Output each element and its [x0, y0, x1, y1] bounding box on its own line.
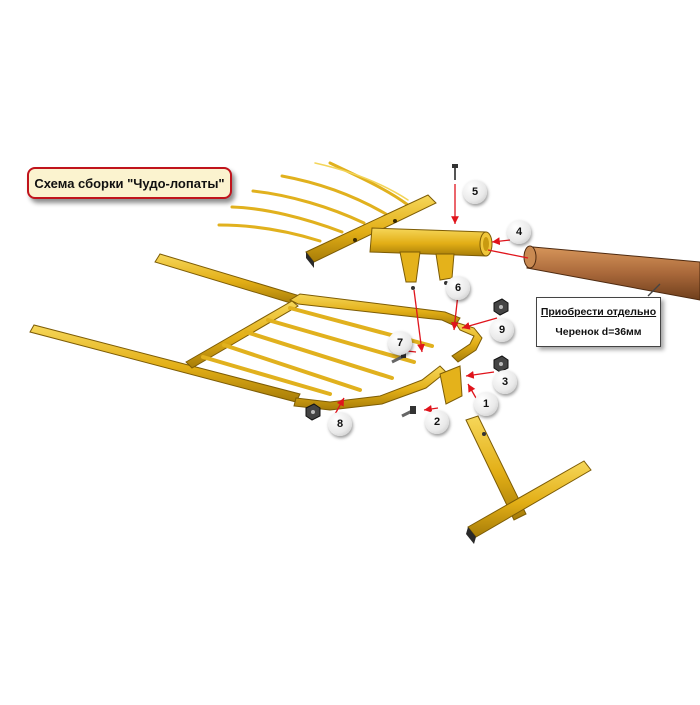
callout-2: 2 — [425, 410, 449, 434]
arrow-2 — [423, 405, 439, 413]
callout-5: 5 — [463, 180, 487, 204]
purchase-note: Приобрести отдельно Черенок d=36мм — [536, 297, 661, 347]
note-pointer — [647, 283, 661, 297]
arrow-handle — [487, 249, 529, 259]
frame-rungs — [201, 306, 434, 396]
support-leg — [439, 365, 592, 544]
diagram-title: Схема сборки "Чудо-лопаты" — [27, 167, 232, 199]
nut-8 — [305, 403, 321, 421]
bolt-2 — [401, 406, 416, 418]
callout-3: 3 — [493, 370, 517, 394]
callout-4: 4 — [507, 220, 531, 244]
note-handle-spec: Черенок d=36мм — [555, 326, 642, 338]
callout-9: 9 — [490, 318, 514, 342]
fork-crossbar — [305, 194, 437, 268]
nut-9 — [493, 298, 509, 316]
arrow-3 — [465, 371, 495, 379]
callout-8: 8 — [328, 412, 352, 436]
screw-5 — [452, 164, 458, 180]
fork-tines — [217, 161, 410, 243]
main-frame — [29, 253, 483, 411]
assembly-arrows — [333, 184, 661, 417]
note-heading: Приобрести отдельно — [540, 306, 657, 318]
arrow-9 — [461, 317, 498, 330]
callout-1: 1 — [474, 392, 498, 416]
wooden-handle — [523, 245, 700, 301]
arrow-4 — [491, 237, 511, 246]
bolt-7 — [391, 351, 406, 364]
arrow-6 — [450, 293, 459, 331]
callout-7: 7 — [388, 331, 412, 355]
fork-socket-tube — [369, 227, 493, 290]
arrow-7-down — [413, 289, 425, 353]
nut-3 — [493, 355, 509, 373]
callout-6: 6 — [446, 276, 470, 300]
hardware — [305, 164, 509, 421]
